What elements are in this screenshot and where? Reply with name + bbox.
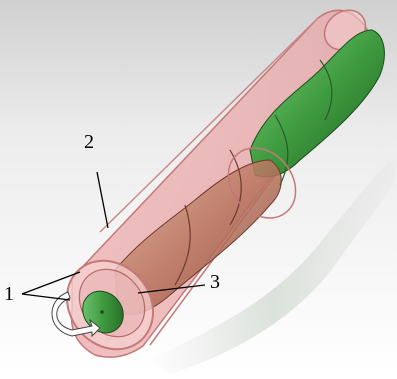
callout-label-1: 1 <box>4 284 14 304</box>
callout-label-2: 2 <box>84 132 94 152</box>
callout-label-3: 3 <box>210 272 220 292</box>
rotor-axis-point <box>100 310 104 314</box>
